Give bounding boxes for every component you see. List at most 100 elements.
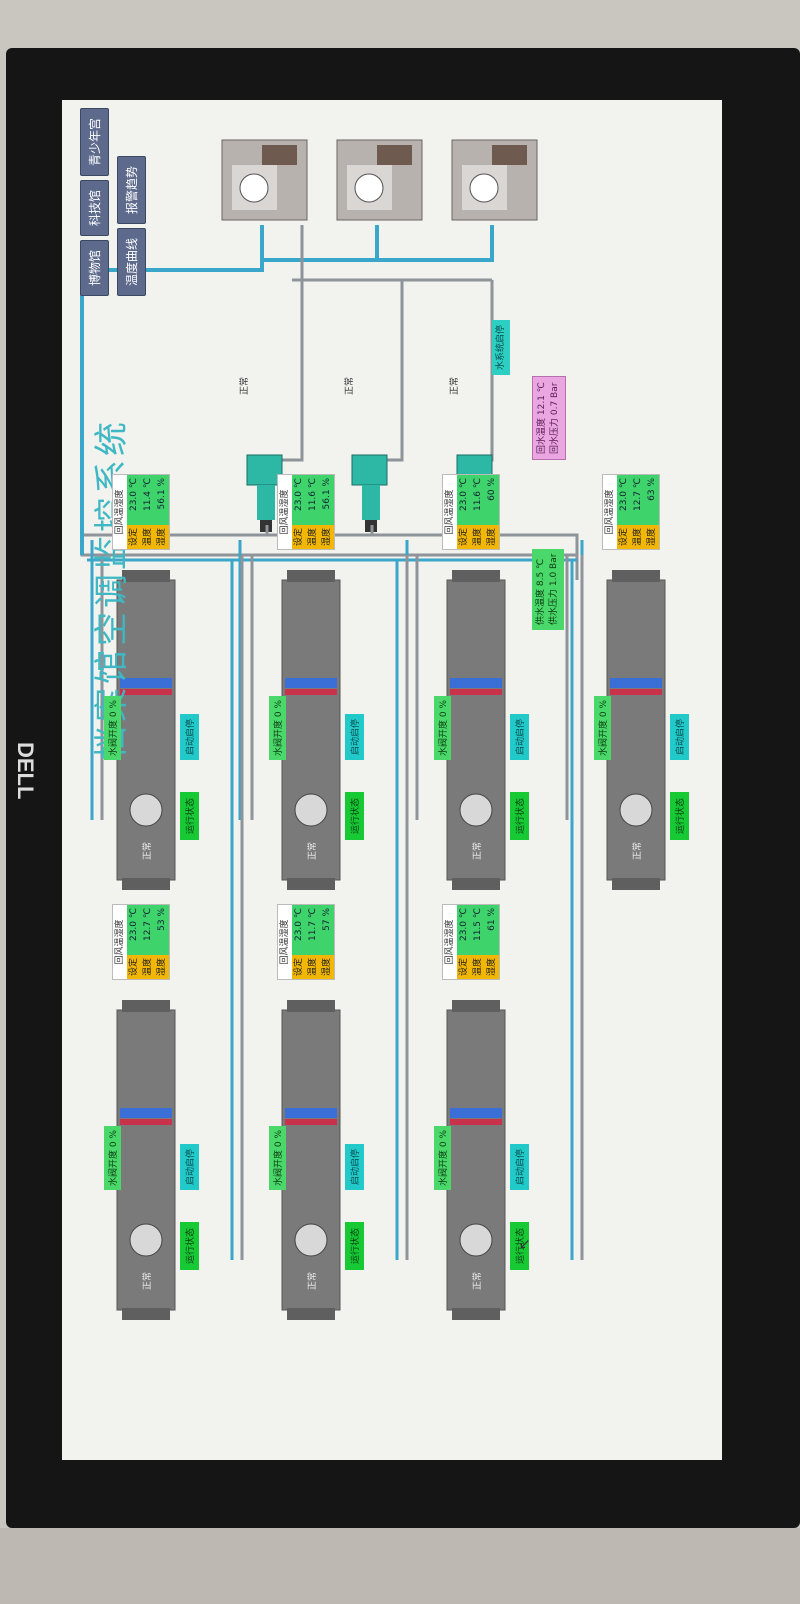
temp-value: 11.5 ℃ xyxy=(471,905,485,955)
run-status-badge: 运行状态 xyxy=(345,791,364,840)
fan-icon xyxy=(294,793,328,827)
nav-button-alarm-trend[interactable]: 报警趋势 xyxy=(117,156,146,225)
start-stop-button[interactable]: 启动启停 xyxy=(510,713,529,760)
run-status-badge: 运行状态 xyxy=(510,791,529,840)
hum-value: 56.1 % xyxy=(155,475,169,525)
pump-status-3: 正常 xyxy=(450,376,460,395)
supply-water-readout: 供水温度 8.5 ℃ 供水压力 1.0 Bar xyxy=(532,548,564,630)
readout-header: 回风温湿度 xyxy=(113,905,127,979)
temp-label: 温度 xyxy=(141,525,155,549)
desk-background xyxy=(0,1528,800,1604)
set-value: 23.0 ℃ xyxy=(457,475,471,525)
hum-value: 63 % xyxy=(645,475,659,525)
nav-button-museum[interactable]: 博物馆 xyxy=(80,240,109,297)
start-stop-button[interactable]: 启动启停 xyxy=(510,1143,529,1190)
start-stop-button[interactable]: 启动启停 xyxy=(345,1143,364,1190)
fan-status: 正常 xyxy=(143,841,153,860)
nav-button-youth-palace[interactable]: 青少年宫 xyxy=(80,108,109,177)
temp-value: 12.7 ℃ xyxy=(141,905,155,955)
run-status-badge: 运行状态 xyxy=(180,1221,199,1270)
hum-label: 湿度 xyxy=(155,525,169,549)
chiller-units xyxy=(221,139,538,221)
fan-status: 正常 xyxy=(473,1271,483,1290)
return-water-pressure: 回水压力 0.7 Bar xyxy=(550,382,560,454)
set-label: 设定 xyxy=(127,955,141,979)
fan-icon xyxy=(459,793,493,827)
hum-value: 56.1 % xyxy=(320,475,334,525)
set-value: 23.0 ℃ xyxy=(617,475,631,525)
nav-button-temp-curve[interactable]: 温度曲线 xyxy=(117,228,146,297)
temp-label: 温度 xyxy=(306,525,320,549)
nav-button-science-museum[interactable]: 科技馆 xyxy=(80,180,109,237)
hum-label: 湿度 xyxy=(320,955,334,979)
air-handler-unit xyxy=(116,1000,176,1320)
chiller-1 xyxy=(221,139,308,221)
pump-status-2: 正常 xyxy=(345,376,355,395)
supply-water-temp: 供水温度 8.5 ℃ xyxy=(536,558,546,625)
valve-opening: 水阀开度 0 % xyxy=(434,696,451,760)
scada-screen: 档案馆空调监控系统 博物馆 科技馆 青少年宫 温度曲线 报警趋势 水系统启停 回… xyxy=(62,100,722,1460)
water-system-start-stop[interactable]: 水系统启停 xyxy=(492,319,510,375)
hum-label: 湿度 xyxy=(320,525,334,549)
fan-status: 正常 xyxy=(308,841,318,860)
fan-icon xyxy=(619,793,653,827)
temp-value: 11.4 ℃ xyxy=(141,475,155,525)
air-handler-unit xyxy=(116,570,176,890)
start-stop-button[interactable]: 启动启停 xyxy=(180,713,199,760)
chiller-3 xyxy=(451,139,538,221)
run-status-badge: 运行状态 xyxy=(345,1221,364,1270)
run-status-badge: 运行状态 xyxy=(670,791,689,840)
pipe-diagram xyxy=(80,139,666,1320)
set-label: 设定 xyxy=(617,525,631,549)
hum-label: 湿度 xyxy=(485,525,499,549)
air-handler-unit xyxy=(606,570,666,890)
readout-header: 回风温湿度 xyxy=(603,475,617,549)
fan-icon xyxy=(129,1223,163,1257)
hum-value: 57 % xyxy=(320,905,334,955)
set-value: 23.0 ℃ xyxy=(127,905,141,955)
fan-status: 正常 xyxy=(143,1271,153,1290)
start-stop-button[interactable]: 启动启停 xyxy=(180,1143,199,1190)
air-handler-unit xyxy=(446,570,506,890)
run-status-badge: 运行状态 xyxy=(180,791,199,840)
set-value: 23.0 ℃ xyxy=(457,905,471,955)
supply-water-pressure: 供水压力 1.0 Bar xyxy=(549,553,559,625)
readout-header: 回风温湿度 xyxy=(278,475,292,549)
readout-header: 回风温湿度 xyxy=(443,905,457,979)
start-stop-button[interactable]: 启动启停 xyxy=(670,713,689,760)
valve-opening: 水阀开度 0 % xyxy=(269,1126,286,1190)
chiller-2 xyxy=(336,139,423,221)
temp-value: 11.6 ℃ xyxy=(306,475,320,525)
return-water-temp: 回水温度 12.1 ℃ xyxy=(537,382,547,454)
start-stop-button[interactable]: 启动启停 xyxy=(345,713,364,760)
set-value: 23.0 ℃ xyxy=(127,475,141,525)
hum-label: 湿度 xyxy=(645,525,659,549)
return-water-readout: 回水温度 12.1 ℃ 回水压力 0.7 Bar xyxy=(532,376,566,460)
set-label: 设定 xyxy=(127,525,141,549)
temp-value: 12.7 ℃ xyxy=(631,475,645,525)
set-value: 23.0 ℃ xyxy=(292,905,306,955)
hum-value: 53 % xyxy=(155,905,169,955)
valve-opening: 水阀开度 0 % xyxy=(434,1126,451,1190)
air-handler-unit xyxy=(281,570,341,890)
fan-status: 正常 xyxy=(308,1271,318,1290)
valve-opening: 水阀开度 0 % xyxy=(594,696,611,760)
temp-value: 11.7 ℃ xyxy=(306,905,320,955)
set-label: 设定 xyxy=(457,955,471,979)
valve-opening: 水阀开度 0 % xyxy=(104,696,121,760)
set-value: 23.0 ℃ xyxy=(292,475,306,525)
readout-header: 回风温湿度 xyxy=(443,475,457,549)
fan-icon xyxy=(459,1223,493,1257)
temp-label: 温度 xyxy=(471,955,485,979)
nav-buttons: 博物馆 科技馆 青少年宫 温度曲线 报警趋势 xyxy=(80,108,146,297)
temp-label: 温度 xyxy=(471,525,485,549)
fan-icon xyxy=(294,1223,328,1257)
readout-header: 回风温湿度 xyxy=(278,905,292,979)
